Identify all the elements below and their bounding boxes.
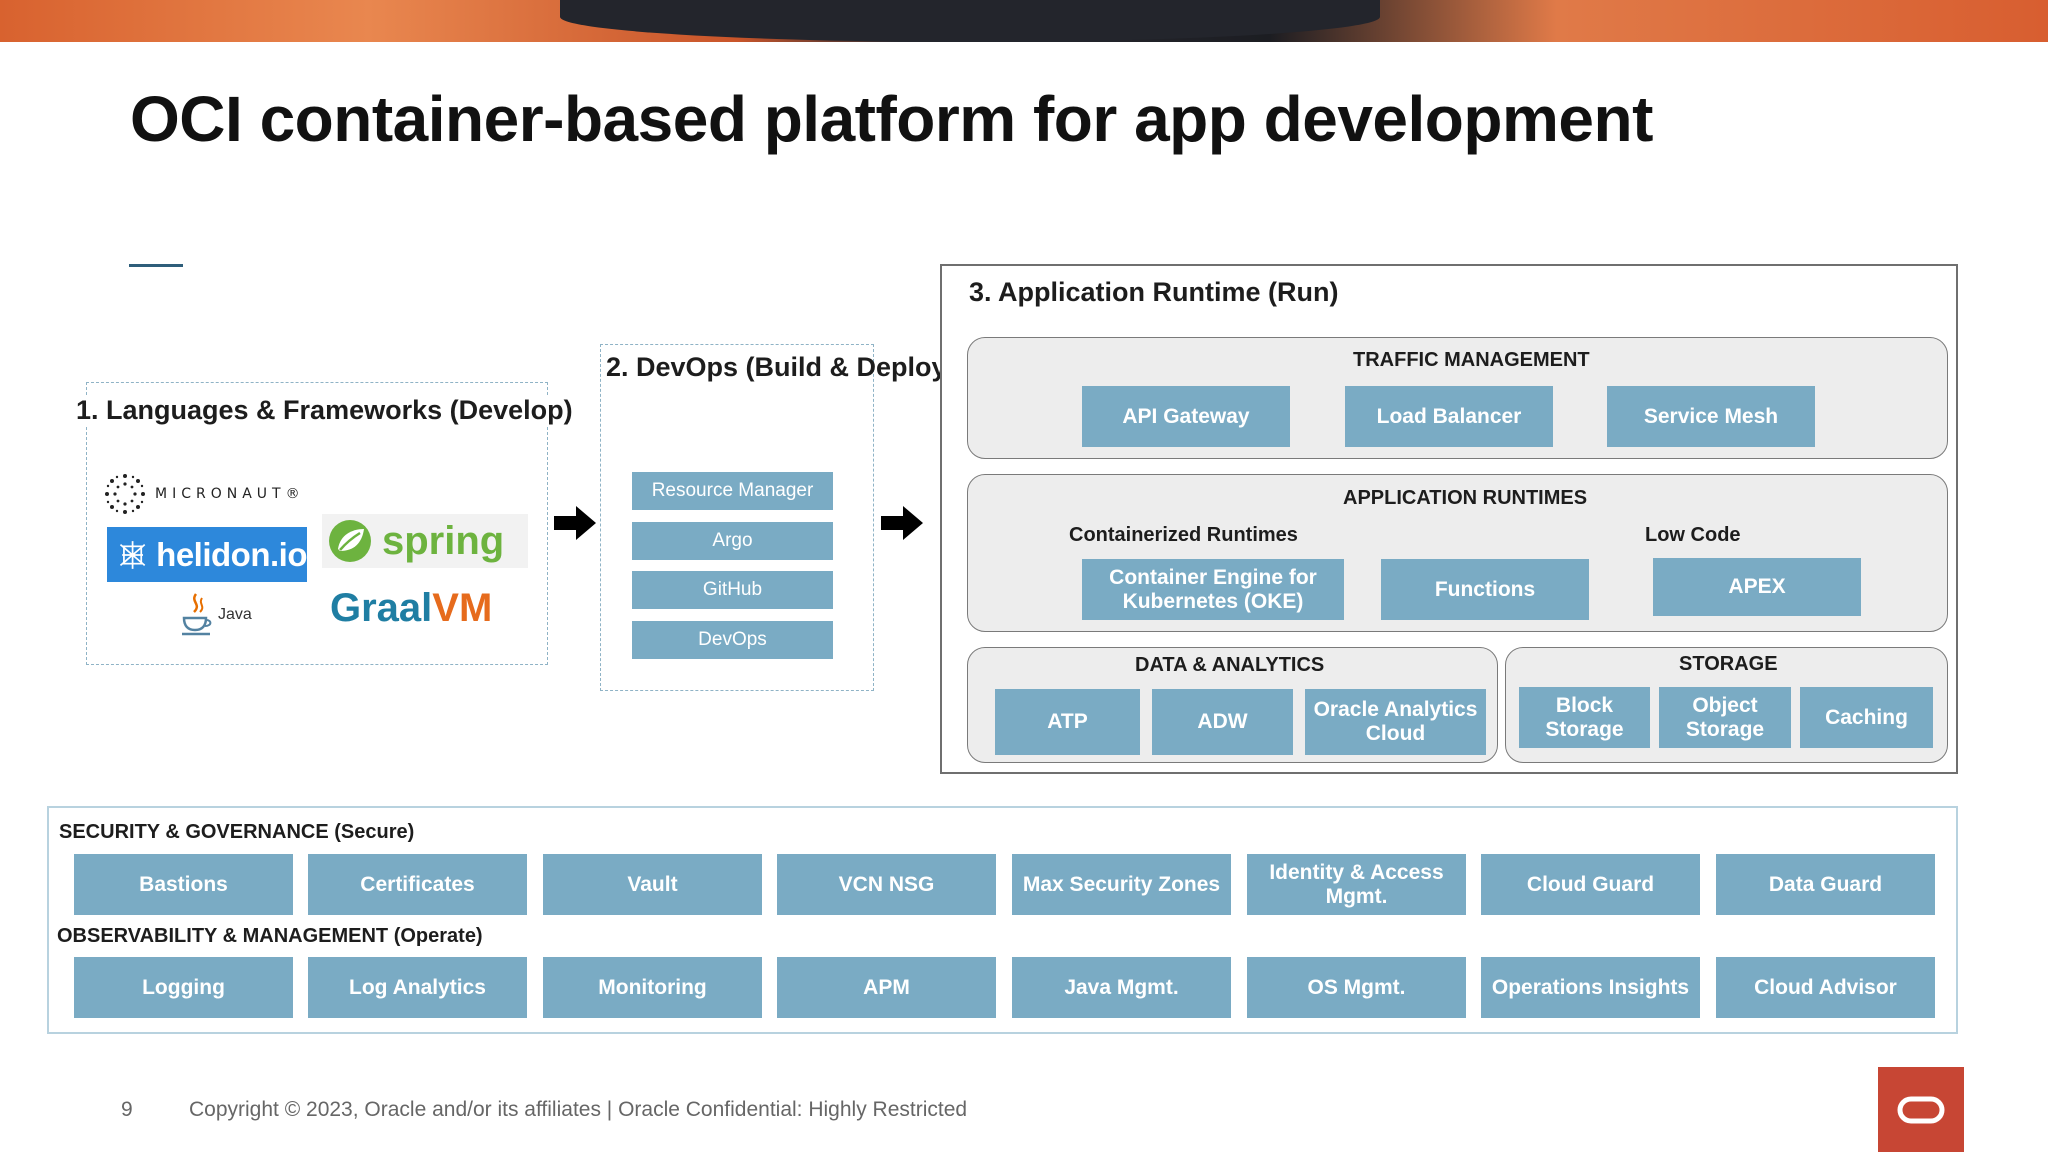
storage-title: STORAGE [1679, 653, 1778, 675]
data-analytics-title: DATA & ANALYTICS [1135, 654, 1325, 676]
banner-wave [560, 0, 1380, 42]
java-mgmt-button[interactable]: Java Mgmt. [1012, 957, 1231, 1018]
functions-button[interactable]: Functions [1381, 559, 1589, 620]
micronaut-icon [105, 474, 145, 514]
cloud-advisor-button[interactable]: Cloud Advisor [1716, 957, 1935, 1018]
devops-item-github[interactable]: GitHub [632, 571, 833, 609]
traffic-management-title: TRAFFIC MANAGEMENT [1353, 349, 1590, 371]
data-guard-button[interactable]: Data Guard [1716, 854, 1935, 915]
micronaut-text: MICRONAUT® [155, 486, 305, 502]
containerized-runtimes-label: Containerized Runtimes [1069, 524, 1298, 546]
oracle-logo [1878, 1067, 1964, 1152]
block-storage-button[interactable]: Block Storage [1519, 687, 1650, 748]
header-banner-image [0, 0, 2048, 42]
adw-button[interactable]: ADW [1152, 689, 1293, 755]
logging-button[interactable]: Logging [74, 957, 293, 1018]
helidon-text: helidon.io [156, 535, 307, 573]
apex-button[interactable]: APEX [1653, 558, 1861, 616]
java-text: Java [218, 606, 252, 623]
helidon-logo: helidon.io [107, 527, 307, 582]
vcn-nsg-button[interactable]: VCN NSG [777, 854, 996, 915]
certificates-button[interactable]: Certificates [308, 854, 527, 915]
java-logo: Java [180, 592, 252, 638]
spring-text: spring [382, 518, 505, 563]
oke-button[interactable]: Container Engine for Kubernetes (OKE) [1082, 559, 1344, 620]
log-analytics-button[interactable]: Log Analytics [308, 957, 527, 1018]
devops-item-devops[interactable]: DevOps [632, 621, 833, 659]
caching-button[interactable]: Caching [1800, 687, 1933, 748]
graal-text: Graal [330, 586, 433, 630]
graal-vm-text: VM [432, 586, 493, 630]
monitoring-button[interactable]: Monitoring [543, 957, 762, 1018]
devops-label: 2. DevOps (Build & Deploy) [606, 352, 956, 382]
os-mgmt-button[interactable]: OS Mgmt. [1247, 957, 1466, 1018]
spring-logo: spring [322, 514, 528, 568]
max-security-zones-button[interactable]: Max Security Zones [1012, 854, 1231, 915]
devops-item-argo[interactable]: Argo [632, 522, 833, 560]
helidon-icon [119, 540, 146, 569]
identity-access-mgmt-button[interactable]: Identity & Access Mgmt. [1247, 854, 1466, 915]
low-code-label: Low Code [1645, 524, 1741, 546]
security-label: SECURITY & GOVERNANCE (Secure) [59, 821, 415, 843]
spring-leaf-icon [329, 520, 371, 562]
copyright-text: Copyright © 2023, Oracle and/or its affi… [189, 1098, 968, 1121]
vault-button[interactable]: Vault [543, 854, 762, 915]
page-number: 9 [121, 1098, 133, 1121]
slide-title: OCI container-based platform for app dev… [130, 83, 1653, 155]
bastions-button[interactable]: Bastions [74, 854, 293, 915]
micronaut-logo: MICRONAUT® [103, 470, 305, 518]
load-balancer-button[interactable]: Load Balancer [1345, 386, 1553, 447]
service-mesh-button[interactable]: Service Mesh [1607, 386, 1815, 447]
api-gateway-button[interactable]: API Gateway [1082, 386, 1290, 447]
right-arrow-icon [554, 506, 596, 540]
operations-insights-button[interactable]: Operations Insights [1481, 957, 1700, 1018]
apm-button[interactable]: APM [777, 957, 996, 1018]
title-accent-line [129, 264, 183, 267]
observability-label: OBSERVABILITY & MANAGEMENT (Operate) [57, 925, 483, 947]
right-arrow-icon [881, 506, 923, 540]
runtime-label: 3. Application Runtime (Run) [969, 277, 1339, 307]
cloud-guard-button[interactable]: Cloud Guard [1481, 854, 1700, 915]
java-cup-icon [182, 593, 212, 636]
atp-button[interactable]: ATP [995, 689, 1140, 755]
develop-label: 1. Languages & Frameworks (Develop) [76, 395, 573, 426]
application-runtimes-title: APPLICATION RUNTIMES [1343, 487, 1588, 509]
object-storage-button[interactable]: Object Storage [1659, 687, 1791, 748]
oracle-analytics-cloud-button[interactable]: Oracle Analytics Cloud [1305, 689, 1486, 755]
oracle-logo-icon [1897, 1096, 1945, 1123]
devops-item-resource-manager[interactable]: Resource Manager [632, 472, 833, 510]
